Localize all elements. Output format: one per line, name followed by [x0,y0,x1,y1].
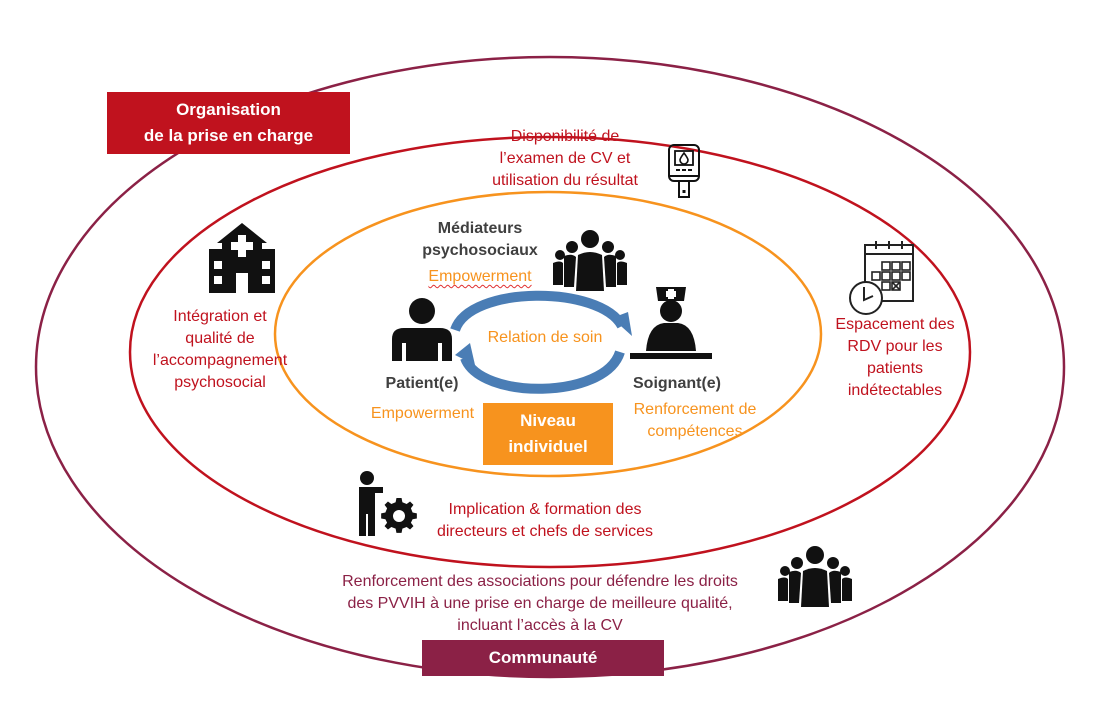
caregiver-skills-text: Renforcement de compétences [620,399,770,443]
mediators-empowerment-label: Empowerment [428,268,532,285]
community-ring [34,55,1066,679]
individual-ring [273,190,823,478]
organisation-label-line1: Organisation [176,100,281,119]
psychosocial-line: Intégration et [173,308,267,325]
arrowhead-left [455,343,475,365]
cv-exam-line: utilisation du résultat [492,172,638,189]
manager-gear-icon [359,471,417,536]
group-icon [778,546,852,607]
psychosocial-line: psychosocial [174,374,266,391]
calendar-clock-icon [849,241,914,315]
directors-line: Implication & formation des [448,501,642,518]
psychosocial-line: qualité de [185,330,255,347]
associations-line: incluant l’accès à la CV [457,617,623,634]
nurse-icon [630,287,712,359]
mediators-empowerment: Empowerment [410,266,550,288]
organisation-label-line2: de la prise en charge [143,126,314,145]
individual-level-box: Niveau individuel [483,403,613,465]
organisation-ring [128,135,972,569]
caregiver-label: Soignant(e) [633,375,721,392]
relation-label: Relation de soin [487,329,603,346]
caregiver-skills-line: Renforcement de [633,401,757,418]
cv-exam-text: Disponibilité de l’examen de CV et utili… [480,126,650,192]
cv-exam-line: l’examen de CV et [499,150,631,167]
mediators-line: psychosociaux [422,242,538,259]
rdv-line: indétectables [847,382,943,399]
rdv-line: Espacement des [835,316,955,333]
community-label: Communauté [488,648,598,667]
mediators-line: Médiateurs [437,220,523,237]
arrowhead-right [612,312,632,336]
individual-label-line2: individuel [508,437,588,456]
cv-exam-line: Disponibilité de [510,128,620,145]
organisation-level-box: Organisation de la prise en charge [107,92,350,154]
mediators-text: Médiateurs psychosociaux [410,218,550,262]
community-level-box: Communauté [422,640,664,676]
patient-empowerment: Empowerment [370,405,475,422]
rdv-line: RDV pour les [847,338,943,355]
patient-label: Patient(e) [385,375,459,392]
blood-test-device-icon [668,144,700,198]
arrow-patient-to-caregiver [450,290,627,333]
individual-label-line1: Niveau [520,411,576,430]
mediators-group-icon [553,230,627,291]
directors-text: Implication & formation des directeurs e… [420,499,670,543]
psychosocial-text: Intégration et qualité de l’accompagneme… [140,306,300,394]
psychosocial-line: l’accompagnement [152,352,288,369]
associations-line: Renforcement des associations pour défen… [342,573,738,590]
caregiver-skills-line: compétences [647,423,743,440]
associations-line: des PVVIH à une prise en charge de meill… [347,595,733,612]
rdv-text: Espacement des RDV pour les patients ind… [820,314,970,402]
rdv-line: patients [866,360,924,377]
person-icon [392,298,452,361]
directors-line: directeurs et chefs de services [436,523,654,540]
arrow-caregiver-to-patient [460,349,625,394]
hospital-icon [209,223,275,293]
associations-text: Renforcement des associations pour défen… [320,571,760,637]
